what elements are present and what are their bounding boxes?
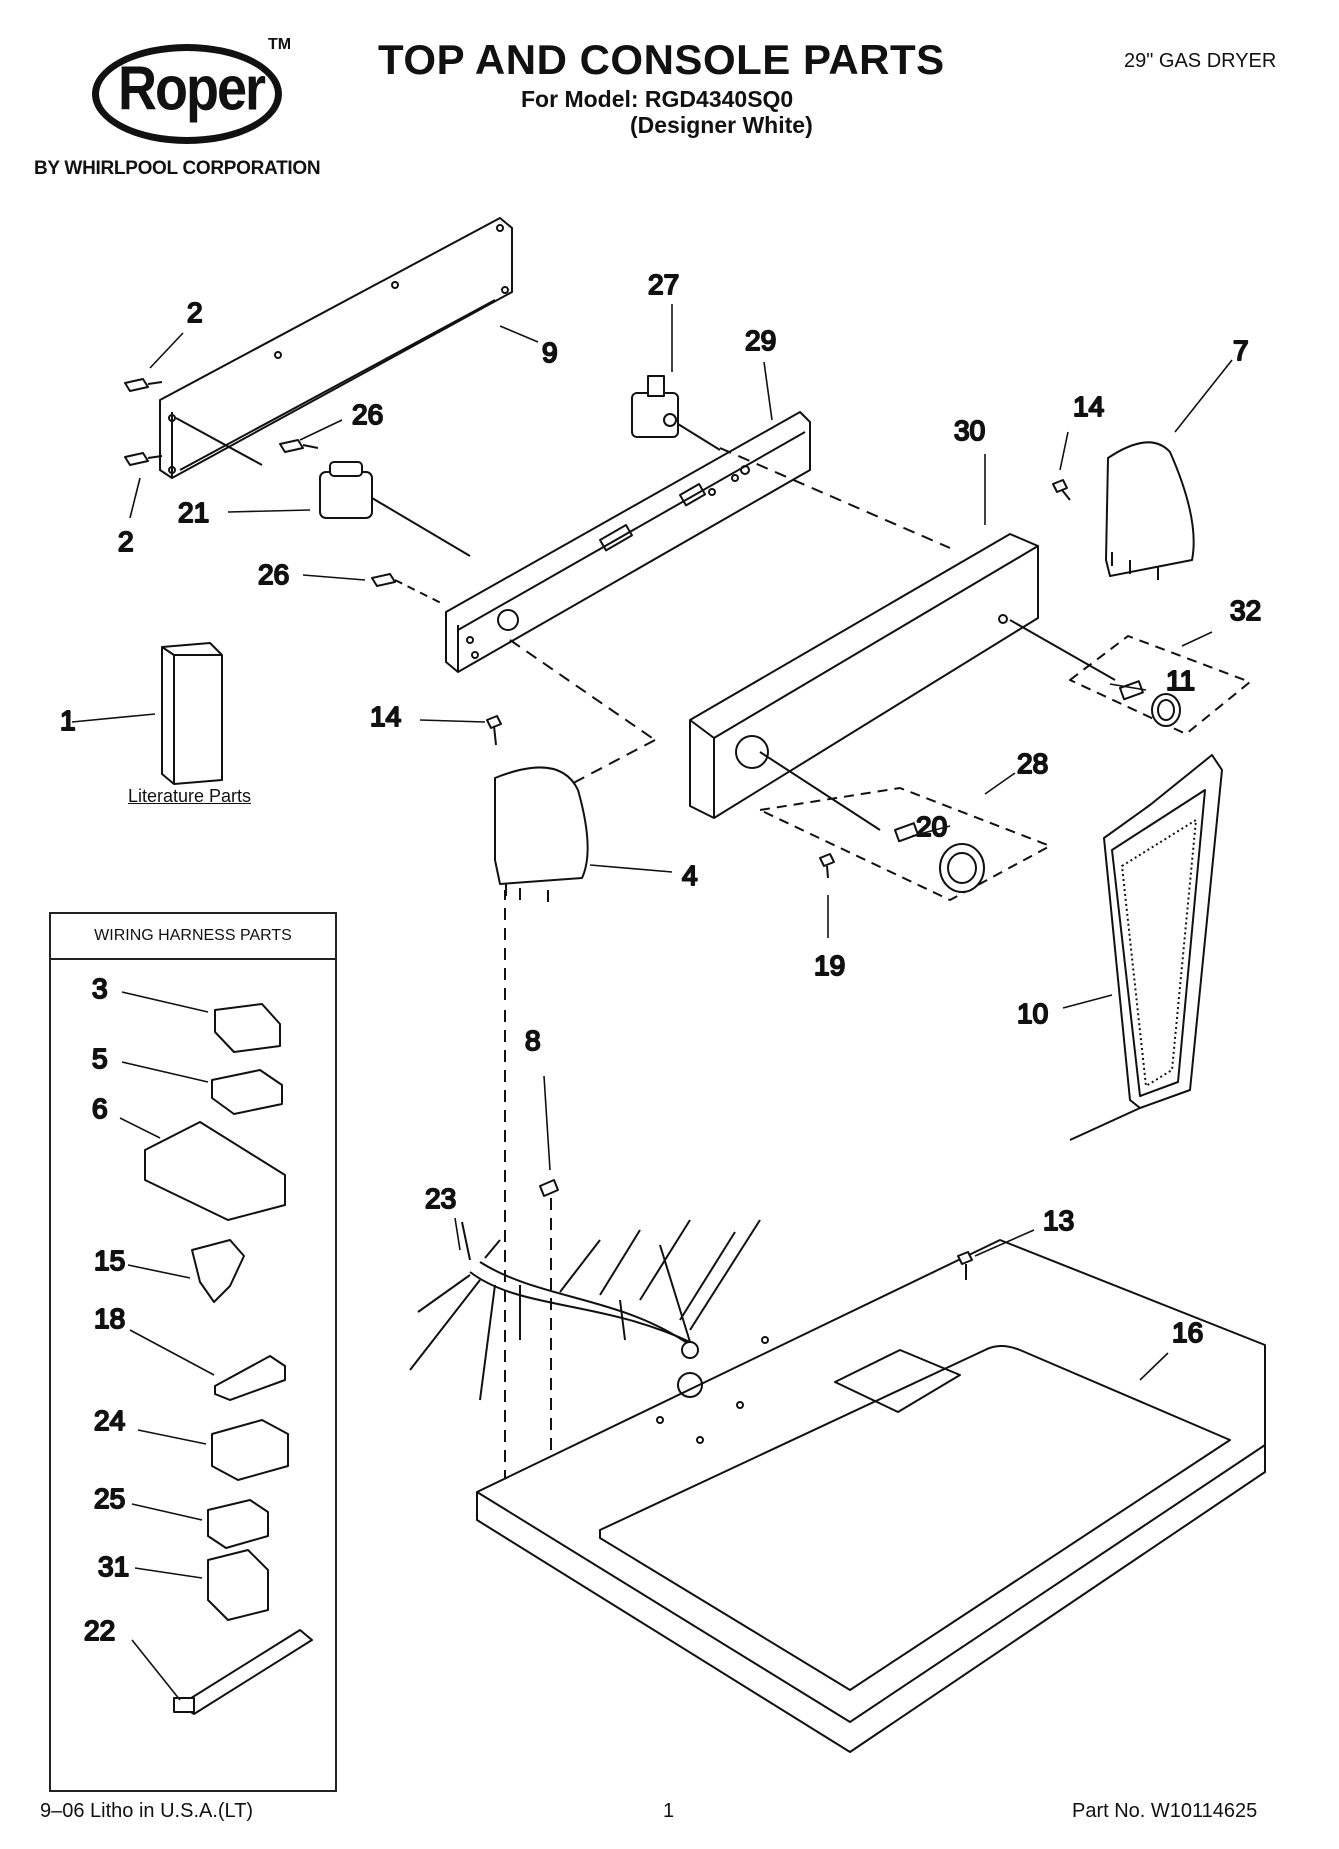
footer-litho: 9–06 Litho in U.S.A.(LT) xyxy=(40,1800,254,1822)
callout-9: 9 xyxy=(542,337,558,368)
callout-22: 22 xyxy=(84,1615,115,1646)
wh-part-5 xyxy=(211,1069,283,1115)
callout-14-left: 14 xyxy=(370,701,401,732)
footer-page-number: 1 xyxy=(663,1800,675,1822)
footer-part-number: Part No. W10114625 xyxy=(1072,1800,1258,1822)
callout-1: 1 xyxy=(60,705,76,736)
part-7-end-cap xyxy=(1105,441,1195,580)
callout-8: 8 xyxy=(525,1025,541,1056)
wh-part-18 xyxy=(214,1355,286,1401)
wiring-harness-box xyxy=(49,912,337,1792)
wh-part-24 xyxy=(211,1419,289,1481)
callout-2-top: 2 xyxy=(187,297,203,328)
wh-part-6 xyxy=(144,1121,286,1221)
callout-32: 32 xyxy=(1230,595,1261,626)
leader-arrows xyxy=(71,304,1233,1701)
callout-27: 27 xyxy=(648,269,679,300)
part-30-console-panel xyxy=(689,533,1116,831)
callout-16: 16 xyxy=(1172,1317,1203,1348)
part-26-screws xyxy=(279,439,446,606)
callout-31: 31 xyxy=(98,1551,129,1582)
callout-7: 7 xyxy=(1233,335,1249,366)
literature-parts-label: Literature Parts xyxy=(128,786,252,806)
wh-part-3 xyxy=(214,1003,281,1053)
callout-14-right: 14 xyxy=(1073,391,1104,422)
callout-28: 28 xyxy=(1017,748,1048,779)
trademark-mark: TM xyxy=(268,36,292,53)
part-19-screw xyxy=(819,853,835,879)
callout-11: 11 xyxy=(1166,665,1195,696)
product-type: 29" GAS DRYER xyxy=(1124,50,1277,72)
callout-2-bottom: 2 xyxy=(118,526,134,557)
part-16-dryer-top xyxy=(476,1239,1266,1753)
part-4-end-cap xyxy=(494,766,589,902)
roper-logo-oval xyxy=(92,44,282,144)
part-2-screws xyxy=(124,378,163,466)
wh-part-31 xyxy=(207,1549,269,1621)
wh-part-15 xyxy=(191,1239,245,1303)
callout-24: 24 xyxy=(94,1405,125,1436)
callout-21: 21 xyxy=(178,497,209,528)
model-color: (Designer White) xyxy=(630,112,813,138)
callout-18: 18 xyxy=(94,1303,125,1334)
page-title: TOP AND CONSOLE PARTS xyxy=(378,36,945,83)
part-28-knob-kit xyxy=(759,787,1051,901)
part-1-literature xyxy=(161,642,223,785)
part-9-console-back-panel xyxy=(159,217,513,479)
callout-15: 15 xyxy=(94,1245,125,1276)
callout-19: 19 xyxy=(814,950,845,981)
wh-part-22 xyxy=(173,1629,313,1715)
callout-5: 5 xyxy=(92,1043,108,1074)
wh-part-25 xyxy=(207,1499,269,1549)
part-21-timer xyxy=(319,461,471,557)
roper-logo-text: Roper xyxy=(118,54,266,124)
part-13-screw xyxy=(957,1251,973,1280)
part-23-wiring-harness xyxy=(409,1219,761,1401)
part-10-lint-screen xyxy=(1069,754,1223,1141)
model-number: For Model: RGD4340SQ0 xyxy=(521,86,794,112)
callout-10: 10 xyxy=(1017,998,1048,1029)
callout-25: 25 xyxy=(94,1483,125,1514)
callout-29: 29 xyxy=(745,325,776,356)
part-27-switch xyxy=(631,375,721,451)
callout-26-top: 26 xyxy=(352,399,383,430)
part-8-clip xyxy=(539,1179,559,1197)
part-20-knob xyxy=(894,822,985,893)
part-11-knob xyxy=(1119,680,1181,727)
part-14-screws xyxy=(486,479,1071,746)
callout-26-bottom: 26 xyxy=(258,559,289,590)
callout-23: 23 xyxy=(425,1183,456,1214)
part-29-console-bracket xyxy=(445,411,811,673)
callout-4: 4 xyxy=(682,860,698,891)
part-32-knob-kit xyxy=(1069,635,1251,735)
callout-13: 13 xyxy=(1043,1205,1074,1236)
callout-3: 3 xyxy=(92,973,108,1004)
brand-subtitle: BY WHIRLPOOL CORPORATION xyxy=(34,158,321,179)
callout-6: 6 xyxy=(92,1093,108,1124)
callout-20: 20 xyxy=(916,811,947,842)
wiring-harness-heading: WIRING HARNESS PARTS xyxy=(49,912,337,960)
callout-30: 30 xyxy=(954,415,985,446)
